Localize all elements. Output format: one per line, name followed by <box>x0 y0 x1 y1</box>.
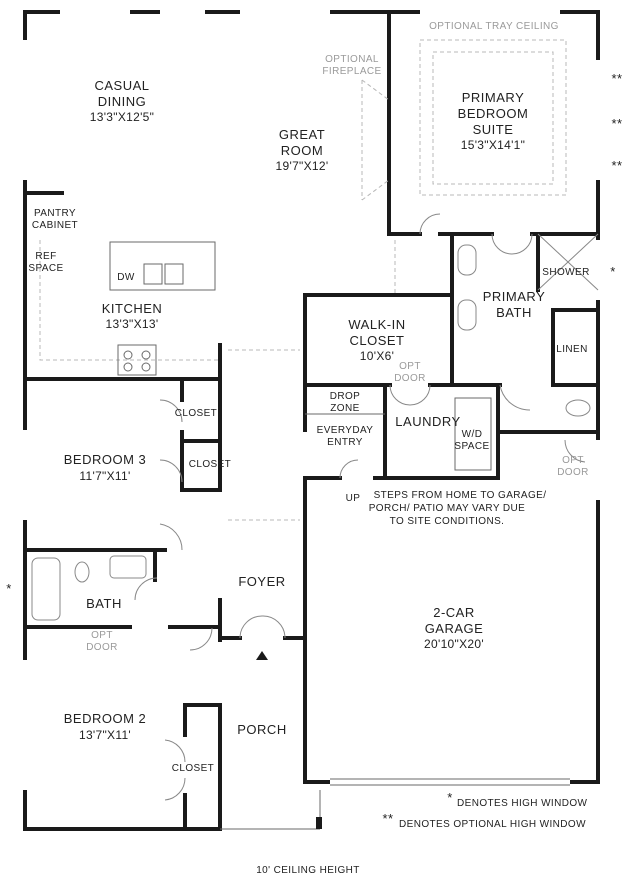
ref-space-label-2: SPACE <box>28 263 63 274</box>
pantry-cabinet-label-2: CABINET <box>32 220 78 231</box>
primary-suite-label-2: BEDROOM <box>458 106 529 121</box>
great-room-label-1: GREAT <box>279 127 325 142</box>
high-window-marker-shower: * <box>610 264 616 279</box>
shower-label: SHOWER <box>542 267 589 278</box>
walk-in-closet-dimension: 10'X6' <box>360 349 394 363</box>
steps-note-line-2: PORCH/ PATIO MAY VARY DUE <box>369 503 526 514</box>
steps-note-line-1: STEPS FROM HOME TO GARAGE/ <box>374 490 547 501</box>
walk-in-closet-label-2: CLOSET <box>349 333 404 348</box>
steps-note-line-3: TO SITE CONDITIONS. <box>390 516 505 527</box>
porch-label: PORCH <box>237 722 286 737</box>
legend: * DENOTES HIGH WINDOW ** DENOTES OPTIONA… <box>382 790 587 830</box>
pantry-cabinet-label-1: PANTRY <box>34 208 76 219</box>
opt-door-bath-label-2: DOOR <box>86 642 118 653</box>
primary-suite-label-1: PRIMARY <box>462 90 525 105</box>
ceiling-height-note: 10' CEILING HEIGHT <box>256 865 360 876</box>
legend-double-text: DENOTES OPTIONAL HIGH WINDOW <box>399 819 586 830</box>
legend-single-text: DENOTES HIGH WINDOW <box>457 798 588 809</box>
opt-door-garage-label-1: OPT <box>562 455 584 466</box>
ref-space-label-1: REF <box>35 251 56 262</box>
everyday-entry-label-2: ENTRY <box>327 437 363 448</box>
legend-single-mark: * <box>447 790 453 805</box>
optional-fireplace-label-1: OPTIONAL <box>325 54 379 65</box>
bedroom-3-dimension: 11'7"X11' <box>79 469 130 483</box>
closet-bedroom3-top-label: CLOSET <box>175 408 217 419</box>
great-room-label-2: ROOM <box>281 143 323 158</box>
bedroom-2-dimension: 13'7"X11' <box>79 728 131 742</box>
walk-in-closet-label-1: WALK-IN <box>348 317 405 332</box>
bedroom-2-label: BEDROOM 2 <box>64 711 147 726</box>
primary-bath-label-1: PRIMARY <box>483 289 546 304</box>
dishwasher-label: DW <box>117 272 135 283</box>
primary-bath-label-2: BATH <box>496 305 532 320</box>
optional-high-window-marker-2: ** <box>611 116 622 131</box>
drop-zone-label-1: DROP <box>330 391 361 402</box>
up-label: UP <box>346 493 361 504</box>
kitchen-label: KITCHEN <box>102 301 163 316</box>
closet-bedroom2-label: CLOSET <box>172 763 214 774</box>
linen-label: LINEN <box>556 344 587 355</box>
opt-door-closet-label-1: OPT <box>399 361 421 372</box>
drop-zone-label-2: ZONE <box>330 403 359 414</box>
garage-dimension: 20'10"X20' <box>424 637 484 651</box>
plan-details <box>31 39 599 801</box>
casual-dining-label-1: CASUAL <box>94 78 149 93</box>
walls <box>22 9 601 831</box>
laundry-label: LAUNDRY <box>395 414 460 429</box>
high-window-marker-bath: * <box>6 581 12 596</box>
wd-space-label-1: W/D <box>462 429 483 440</box>
wd-space-label-2: SPACE <box>454 441 489 452</box>
window-markers: ** ** ** * * <box>6 71 622 596</box>
great-room-dimension: 19'7"X12' <box>276 159 329 173</box>
opt-door-bath-label-1: OPT <box>91 630 113 641</box>
kitchen-dimension: 13'3"X13' <box>106 317 159 331</box>
casual-dining-dimension: 13'3"X12'5" <box>90 110 154 124</box>
optional-high-window-marker-3: ** <box>611 158 622 173</box>
optional-fireplace-label-2: FIREPLACE <box>322 66 381 77</box>
primary-suite-label-3: SUITE <box>473 122 514 137</box>
foyer-label: FOYER <box>238 574 285 589</box>
tray-ceiling-label: OPTIONAL TRAY CEILING <box>429 21 559 32</box>
casual-dining-label-2: DINING <box>98 94 147 109</box>
bath-label: BATH <box>86 596 122 611</box>
optional-high-window-marker-1: ** <box>611 71 622 86</box>
closet-bedroom3-mid-label: CLOSET <box>189 459 231 470</box>
bedroom-3-label: BEDROOM 3 <box>64 452 147 467</box>
everyday-entry-label-1: EVERYDAY <box>317 425 374 436</box>
garage-label-2: GARAGE <box>425 621 484 636</box>
room-labels: CASUAL DINING 13'3"X12'5" GREAT ROOM 19'… <box>28 21 589 774</box>
garage-label-1: 2-CAR <box>433 605 475 620</box>
primary-suite-dimension: 15'3"X14'1" <box>461 138 525 152</box>
legend-double-mark: ** <box>382 811 393 826</box>
opt-door-garage-label-2: DOOR <box>557 467 589 478</box>
opt-door-closet-label-2: DOOR <box>394 373 426 384</box>
